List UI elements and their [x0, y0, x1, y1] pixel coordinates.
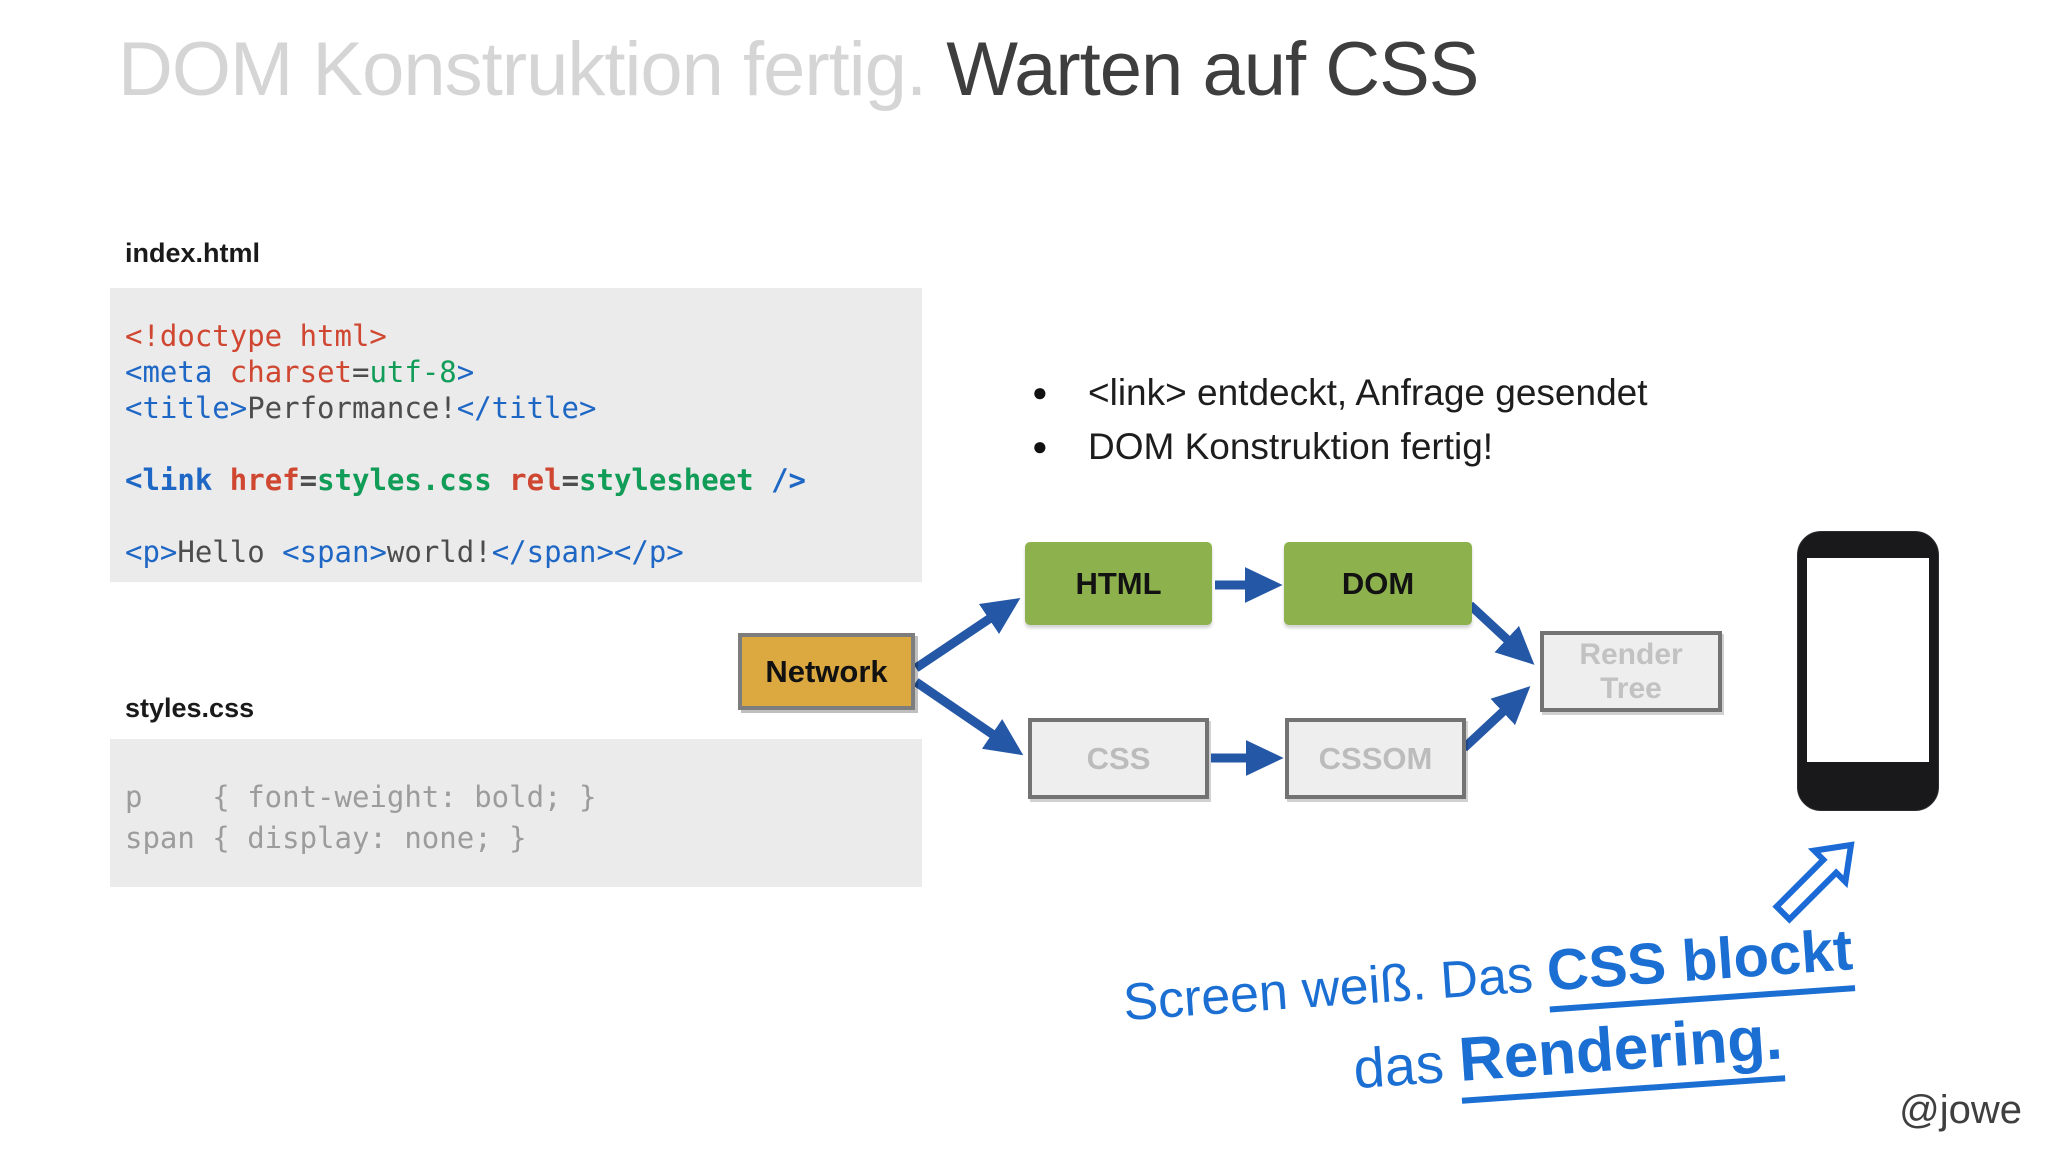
code-line: <title>Performance!</title> — [125, 390, 912, 426]
phone-blank-screen — [1807, 558, 1929, 762]
diagram-node-html: HTML — [1025, 542, 1212, 625]
code-token: charset — [229, 355, 352, 389]
diagram-node-cssom: CSSOM — [1285, 718, 1466, 799]
flow-arrows — [913, 567, 1535, 776]
handwriting-line2-underlined: Rendering. — [1456, 1003, 1786, 1104]
code-token: utf-8 — [369, 355, 457, 389]
code-line: <meta charset=utf-8> — [125, 354, 912, 390]
arrow-network-to-html — [913, 597, 1021, 672]
code-token: stylesheet — [579, 463, 754, 497]
arrow-cssom-to-rendertree — [1460, 686, 1531, 752]
code-token: span { display: none; } — [125, 821, 527, 855]
code-token: = — [299, 463, 318, 497]
handwriting-line1-text: Screen weiß. Das — [1121, 944, 1550, 1033]
code-token — [212, 463, 229, 497]
bullet-item: ● DOM Konstruktion fertig! — [1030, 420, 1648, 474]
handwritten-note: Screen weiß. Das CSS blockt das Renderin… — [1121, 903, 2048, 1119]
code-token: > — [456, 355, 475, 389]
diagram-node-css: CSS — [1028, 718, 1209, 799]
diagram-node-render-tree: Render Tree — [1540, 631, 1722, 712]
code-token — [212, 355, 229, 389]
bullet-dot-icon: ● — [1032, 377, 1048, 407]
bullet-dot-icon: ● — [1032, 431, 1048, 461]
code-line: <link href=styles.css rel=stylesheet /> — [125, 462, 912, 498]
filename-styles-css: styles.css — [125, 693, 255, 723]
code-token: p { font-weight: bold; } — [125, 780, 597, 814]
code-token: rel — [509, 463, 562, 497]
code-token: <p> — [125, 535, 178, 569]
code-token: styles.css — [317, 463, 492, 497]
code-line: span { display: none; } — [125, 818, 912, 859]
hand-drawn-arrow-icon — [1772, 841, 1855, 924]
code-block-styles-css: p { font-weight: bold; } span { display: … — [110, 739, 922, 887]
code-token: href — [229, 463, 300, 497]
arrow-network-to-css — [913, 678, 1024, 756]
code-token: = — [352, 355, 370, 389]
code-line: <p>Hello <span>world!</span></p> — [125, 534, 912, 570]
code-token: /> — [753, 463, 807, 497]
code-token: Performance! — [247, 391, 457, 425]
diagram-node-network: Network — [738, 633, 915, 710]
handwriting-line1-underlined: CSS blockt — [1544, 917, 1856, 1013]
code-token: <meta — [125, 355, 213, 389]
bullet-text: <link> entdeckt, Anfrage gesendet — [1088, 372, 1648, 413]
bullet-item: ● <link> entdeckt, Anfrage gesendet — [1030, 366, 1648, 420]
code-token: </span></p> — [491, 535, 684, 569]
code-token: <link — [125, 463, 213, 497]
code-token: Hello — [177, 535, 283, 569]
diagram-node-dom: DOM — [1284, 542, 1472, 625]
code-line: p { font-weight: bold; } — [125, 777, 912, 818]
render-tree-line1: Render — [1579, 637, 1683, 671]
code-token: <span> — [282, 535, 387, 569]
author-handle: @jowe — [1899, 1088, 2022, 1132]
code-token: <!doctype html> — [125, 319, 387, 353]
code-token: <title> — [125, 391, 248, 425]
arrow-dom-to-rendertree — [1466, 601, 1535, 665]
code-line: <!doctype html> — [125, 318, 912, 354]
bullet-list: ● <link> entdeckt, Anfrage gesendet ● DOM … — [1030, 366, 1648, 474]
code-token: = — [561, 463, 580, 497]
title-muted-part: DOM Konstruktion fertig. — [118, 27, 947, 112]
code-block-index-html: <!doctype html><meta charset=utf-8><titl… — [110, 288, 922, 582]
bullet-text: DOM Konstruktion fertig! — [1088, 426, 1494, 467]
title-strong-part: Warten auf CSS — [946, 27, 1479, 112]
code-token — [492, 463, 509, 497]
page-title: DOM Konstruktion fertig. Warten auf CSS — [118, 26, 1479, 113]
phone-illustration — [1797, 531, 1939, 811]
code-token: world! — [386, 535, 492, 569]
render-tree-line2: Tree — [1600, 671, 1662, 705]
filename-index-html: index.html — [125, 238, 261, 268]
code-line — [125, 426, 912, 462]
handwriting-line2-text: das — [1351, 1029, 1462, 1101]
code-token: </title> — [456, 391, 597, 425]
